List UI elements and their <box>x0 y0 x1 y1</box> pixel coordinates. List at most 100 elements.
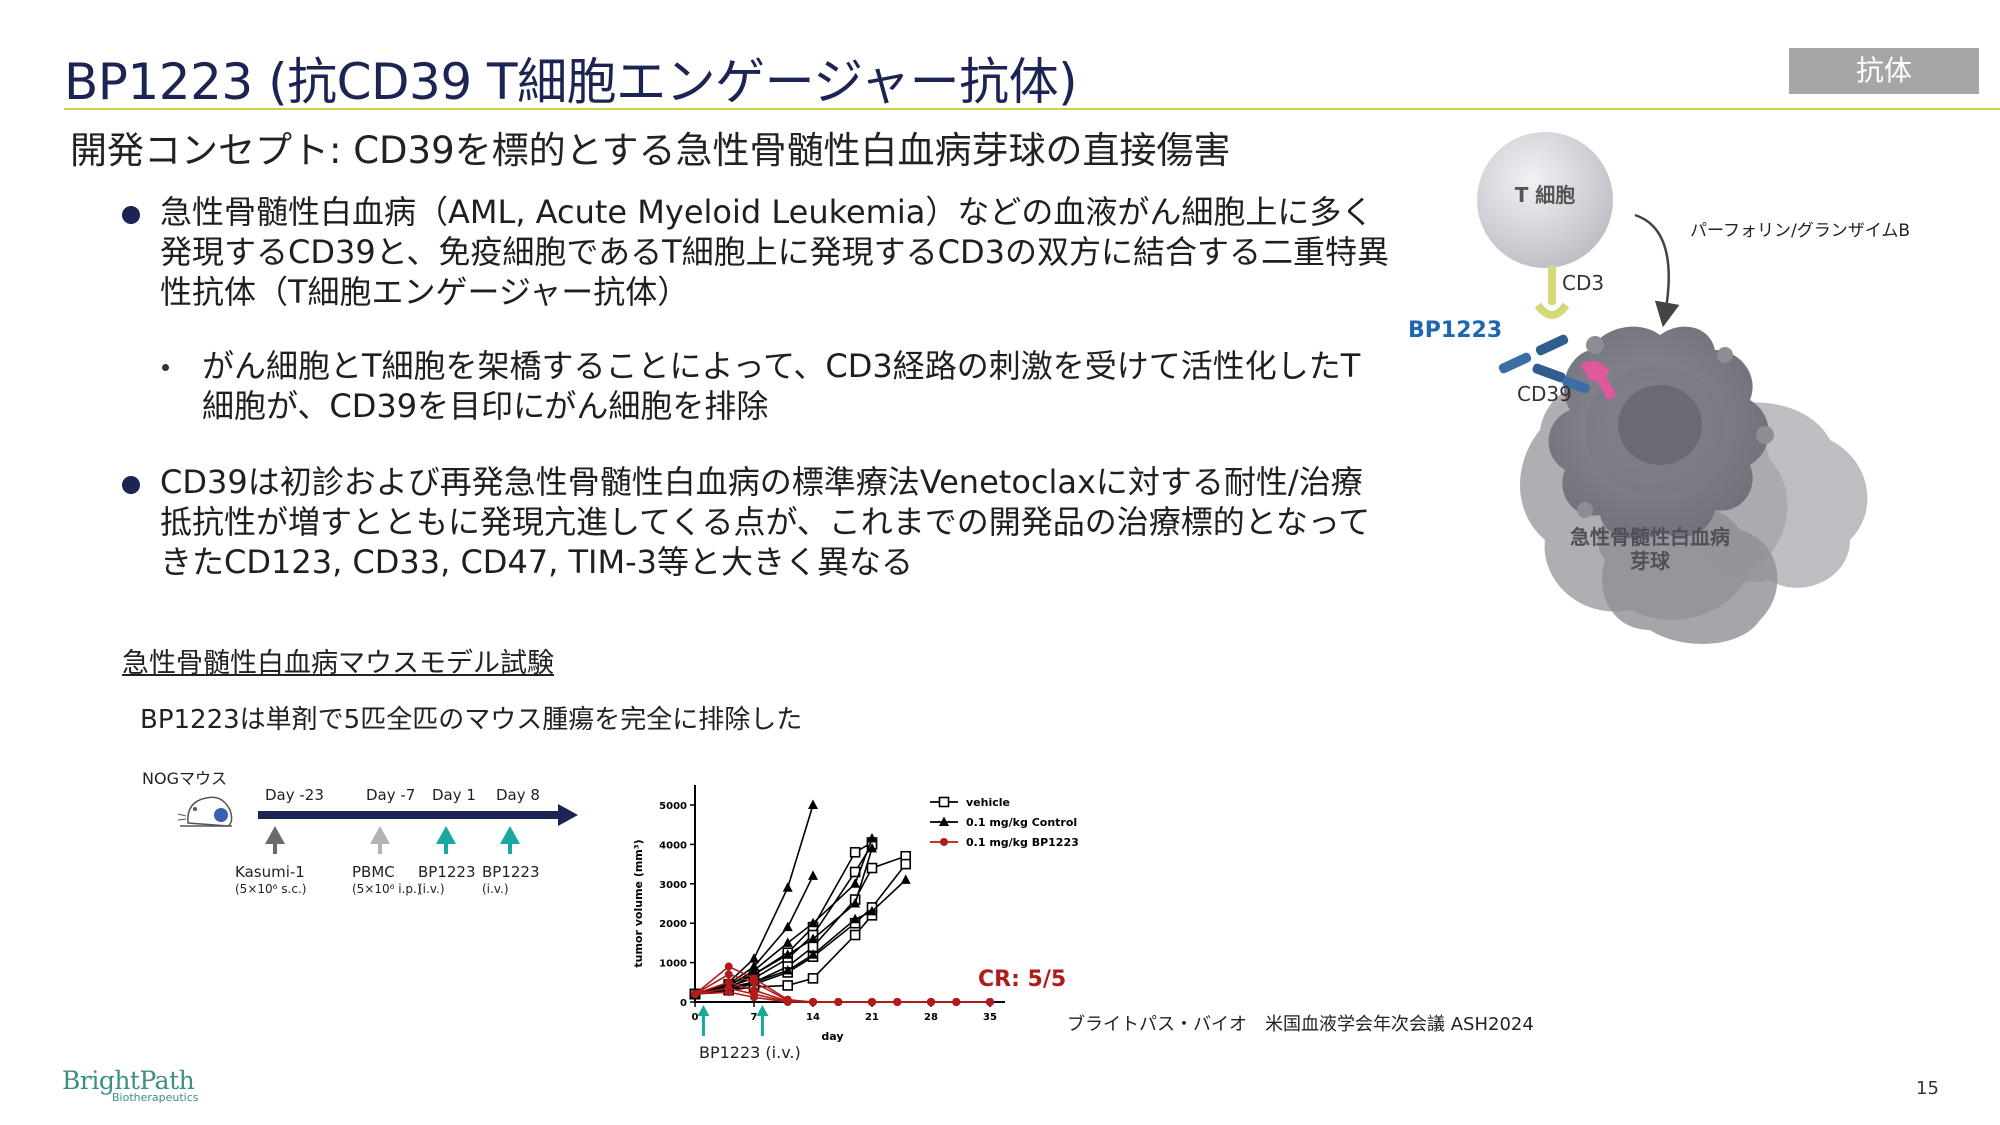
data-point <box>808 799 818 809</box>
data-point <box>808 933 818 943</box>
bp1223-label: BP1223 <box>1408 318 1502 343</box>
legend-entry: vehicle <box>966 796 1010 809</box>
data-point <box>782 964 793 975</box>
timeline-dose-arrowhead <box>500 826 520 844</box>
data-point <box>807 973 819 984</box>
sub-bullet-item: がん細胞とT細胞を架橋することによって、CD3経路の刺激を受けて活性化したT細胞… <box>122 346 1392 426</box>
data-point <box>867 832 877 843</box>
bullet-dot <box>122 476 140 494</box>
timeline-agent-label: Kasumi-1 <box>235 863 305 881</box>
y-tick-label: 5000 <box>659 801 687 812</box>
timeline-arrow-head <box>558 804 578 826</box>
data-point <box>809 998 817 1006</box>
data-point <box>808 870 818 880</box>
data-point <box>783 998 792 1006</box>
series-circle <box>691 962 994 1006</box>
x-tick-label: 28 <box>924 1012 938 1023</box>
t-cell-label: T 細胞 <box>1515 183 1576 207</box>
data-point <box>868 998 876 1006</box>
data-point <box>927 998 935 1006</box>
timeline-agent-detail: (5×10⁶ s.c.) <box>235 882 306 896</box>
y-tick-label: 2000 <box>659 919 687 930</box>
mechanism-diagram: T 細胞 CD3 BP1223 CD39 パーフォリン/グランザイムB 急性骨髄… <box>1408 132 1910 644</box>
page-title: BP1223 (抗CD39 T細胞エンゲージャー抗体) <box>64 53 1078 111</box>
data-point <box>986 998 994 1006</box>
bp1223-antibody <box>1498 334 1590 394</box>
y-tick-label: 1000 <box>659 959 687 970</box>
x-tick-label: 7 <box>751 1012 758 1023</box>
mouse-label: NOGマウス <box>142 769 227 788</box>
x-tick-label: 21 <box>865 1012 879 1023</box>
data-point <box>850 913 861 924</box>
data-point <box>834 998 843 1006</box>
cd3-receptor <box>1534 265 1570 319</box>
title-divider <box>64 108 2000 110</box>
data-point <box>724 962 733 971</box>
data-point <box>940 838 948 846</box>
bullet-text: CD39は初診および再発急性骨髄性白血病の標準療法Venetoclaxに対する耐… <box>160 463 1371 581</box>
data-point <box>724 978 733 987</box>
sub-bullet-dot <box>162 364 169 371</box>
data-point <box>900 858 912 870</box>
timeline-dose-arrowhead <box>436 826 456 844</box>
perforin-label: パーフォリン/グランザイムB <box>1690 221 1910 241</box>
series-line <box>694 987 990 1003</box>
blast-label-2: 芽球 <box>1630 549 1671 573</box>
cd39-label: CD39 <box>1517 382 1572 406</box>
data-point <box>782 882 793 892</box>
model-section-title: 急性骨髄性白血病マウスモデル試験 <box>122 648 554 679</box>
data-point <box>750 978 758 987</box>
mouse-icon <box>177 796 233 827</box>
dosing-label: BP1223 (i.v.) <box>699 1043 801 1062</box>
model-result-text: BP1223は単剤で5匹全匹のマウス腫瘍を完全に排除した <box>140 705 803 735</box>
data-point <box>866 862 878 874</box>
timeline-day-label: Day -7 <box>366 786 415 804</box>
data-point <box>750 993 758 1002</box>
legend-entry: 0.1 mg/kg Control <box>966 816 1077 829</box>
t-cell <box>1477 132 1613 268</box>
data-point <box>724 970 733 979</box>
dosing-arrowhead <box>756 1005 769 1016</box>
page-number: 15 <box>1916 1078 1939 1099</box>
timeline-dose-arrowhead <box>265 826 285 844</box>
timeline-agent-label: BP1223 <box>482 863 540 881</box>
data-point <box>749 953 759 963</box>
timeline-day-label: Day -23 <box>265 786 324 804</box>
series-square <box>689 837 912 1000</box>
timeline-day-label: Day 1 <box>432 786 476 804</box>
dosing-arrowhead <box>697 1005 710 1016</box>
cd39-receptor <box>1580 361 1616 400</box>
x-tick-label: 0 <box>692 1012 699 1023</box>
data-point <box>900 874 911 884</box>
timeline-agent-label: PBMC <box>352 863 395 881</box>
y-tick-label: 4000 <box>659 840 687 851</box>
timeline-agent-detail: (i.v.) <box>418 882 445 896</box>
y-axis-label: tumor volume (mm³) <box>632 839 645 967</box>
data-point <box>850 898 861 908</box>
data-point <box>782 921 793 932</box>
y-tick-label: 0 <box>680 998 687 1009</box>
concept-heading: 開発コンセプト: CD39を標的とする急性骨髄性白血病芽球の直接傷害 <box>70 129 1231 172</box>
y-tick-label: 3000 <box>659 880 687 891</box>
logo-wordmark: BrightPath <box>62 1066 195 1095</box>
data-point <box>691 990 699 999</box>
company-logo: BrightPath Biotherapeutics <box>62 1066 199 1104</box>
x-tick-label: 35 <box>983 1012 997 1023</box>
data-point <box>867 842 877 853</box>
source-note: ブライトパス・バイオ 米国血液学会年次会議 ASH2024 <box>1067 1014 1534 1035</box>
data-point <box>782 949 793 959</box>
data-point <box>952 998 961 1006</box>
timeline-dose-arrowhead <box>370 826 390 844</box>
data-point <box>849 846 861 858</box>
bullet-item: 急性骨髄性白血病（AML, Acute Myeloid Leukemia）などの… <box>122 192 1392 312</box>
data-point <box>938 796 950 808</box>
data-point <box>808 949 818 959</box>
cd3-label: CD3 <box>1562 271 1604 295</box>
bullet-dot <box>122 206 140 224</box>
data-point <box>867 905 877 916</box>
legend-entry: 0.1 mg/kg BP1223 <box>966 836 1079 849</box>
bullet-item: CD39は初診および再発急性骨髄性白血病の標準療法Venetoclaxに対する耐… <box>122 462 1392 582</box>
category-tag: 抗体 <box>1789 48 1979 94</box>
